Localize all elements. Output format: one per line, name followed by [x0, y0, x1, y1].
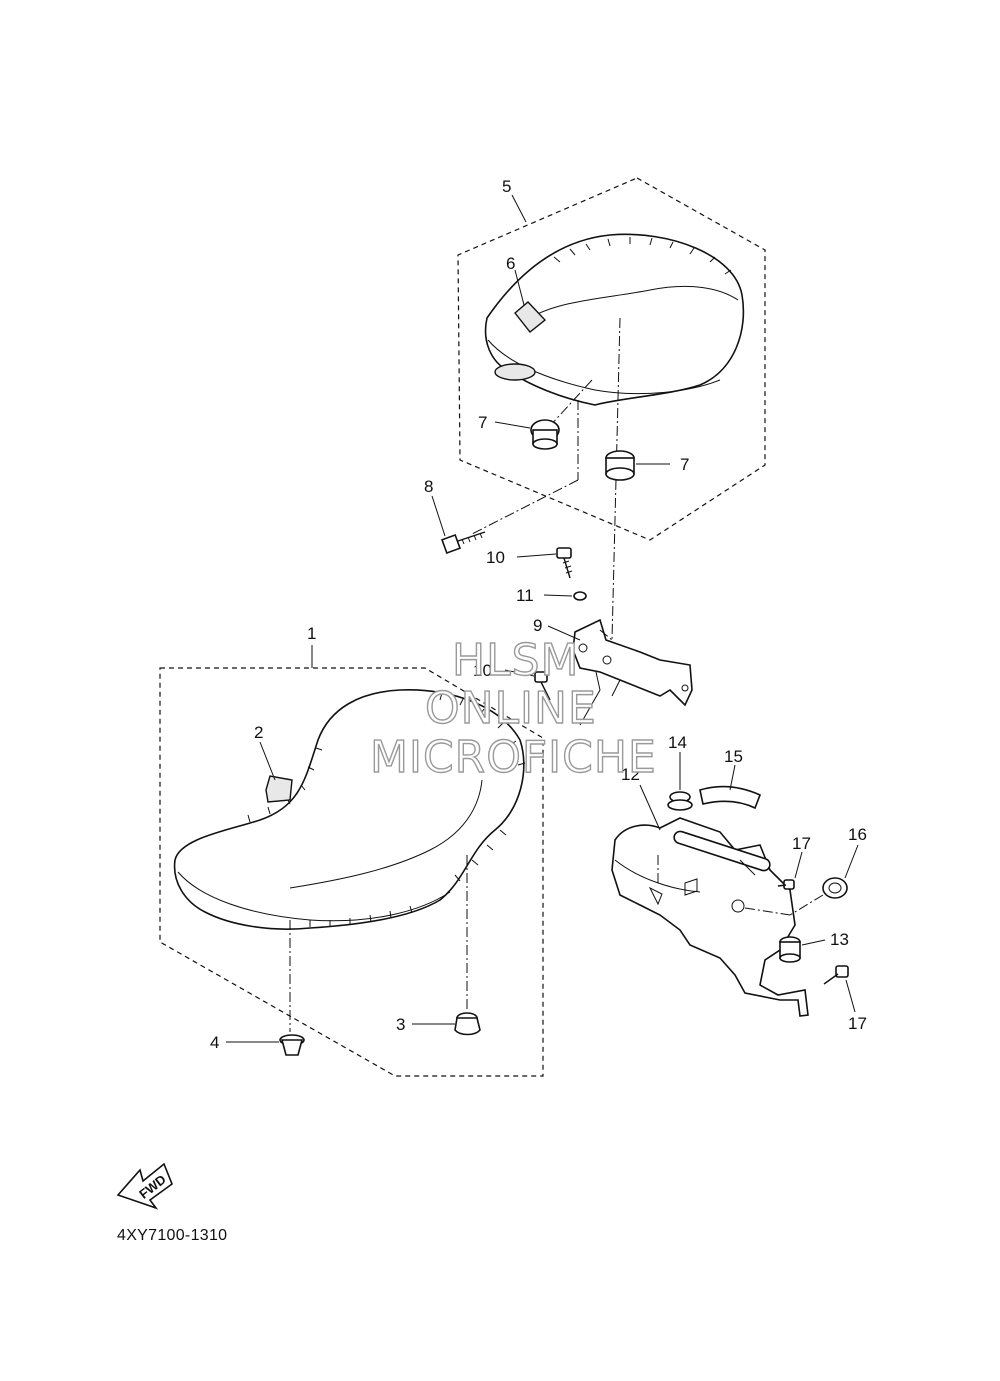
- watermark-line-3: MICROFICHE: [370, 732, 657, 783]
- damper-3: [454, 1012, 481, 1036]
- callout-8: 8: [424, 477, 433, 496]
- damper-13: [779, 936, 801, 963]
- rear-seat-label-tag: [514, 301, 547, 333]
- callout-5: 5: [502, 177, 511, 196]
- washer-11: [573, 591, 587, 601]
- callout-labels: 5 6 7 7 8 10 11 9 10 1 2 3 4 12 14 15 16…: [210, 177, 867, 1052]
- watermark-line-2: ONLINE: [425, 683, 597, 734]
- callout-13: 13: [830, 930, 849, 949]
- callout-15: 15: [724, 747, 743, 766]
- front-seat-assembly: [159, 667, 544, 1077]
- watermark: HLSM ONLINE MICROFICHE: [369, 634, 657, 783]
- callout-leaders: [226, 194, 859, 1043]
- rear-bolt-axis-3: [469, 479, 579, 536]
- side-cover-12: [611, 817, 809, 1017]
- rear-seat-group-outline: [457, 177, 766, 541]
- callout-16: 16: [848, 825, 867, 844]
- callout-3: 3: [396, 1015, 405, 1034]
- callout-4: 4: [210, 1033, 219, 1052]
- callout-14: 14: [668, 733, 687, 752]
- diagram-code: 4XY7100-1310: [117, 1227, 227, 1244]
- callout-17-upper: 17: [792, 834, 811, 853]
- callout-11: 11: [516, 586, 534, 605]
- front-seat-group-outline: [159, 667, 544, 1077]
- bracket-9: [572, 618, 693, 726]
- grommet-14: [667, 791, 693, 811]
- callout-9: 9: [533, 616, 542, 635]
- rear-bolt-axis: [547, 379, 593, 429]
- front-seat-label-tag: [265, 775, 293, 803]
- damper-7-right: [605, 450, 635, 481]
- front-seat-part: [173, 689, 525, 930]
- damper-7-left: [530, 419, 560, 450]
- callout-7-right: 7: [680, 455, 689, 474]
- callout-12: 12: [621, 765, 640, 784]
- front-seat-stitch: [247, 692, 526, 927]
- rear-seat-stitch: [553, 237, 732, 275]
- rear-seat-upholstery-line: [529, 285, 739, 319]
- screw-17-lower: [823, 965, 849, 985]
- rear-seat-bottom-pad: [494, 363, 536, 381]
- callout-7-left: 7: [478, 413, 487, 432]
- watermark-line-1: HLSM: [452, 635, 580, 686]
- grommet-16: [789, 877, 848, 916]
- rear-seat-assembly: [457, 177, 766, 641]
- bolt-10-upper: [556, 547, 573, 579]
- callout-6: 6: [506, 254, 515, 273]
- callout-10-upper: 10: [486, 548, 505, 567]
- bolt-10-lower: [534, 671, 551, 701]
- callout-10-lower: 10: [473, 661, 492, 680]
- collar-4: [279, 1034, 305, 1056]
- band-15: [699, 785, 762, 810]
- rear-seat-side-line: [487, 339, 721, 395]
- front-seat-upholstery-line: [289, 779, 483, 889]
- callout-1: 1: [307, 624, 316, 643]
- bolt-8: [441, 531, 486, 554]
- fwd-arrow-icon: FWD: [116, 1162, 173, 1210]
- screw-17-upper: [777, 879, 795, 890]
- callout-2: 2: [254, 723, 263, 742]
- callout-17-lower: 17: [848, 1014, 867, 1033]
